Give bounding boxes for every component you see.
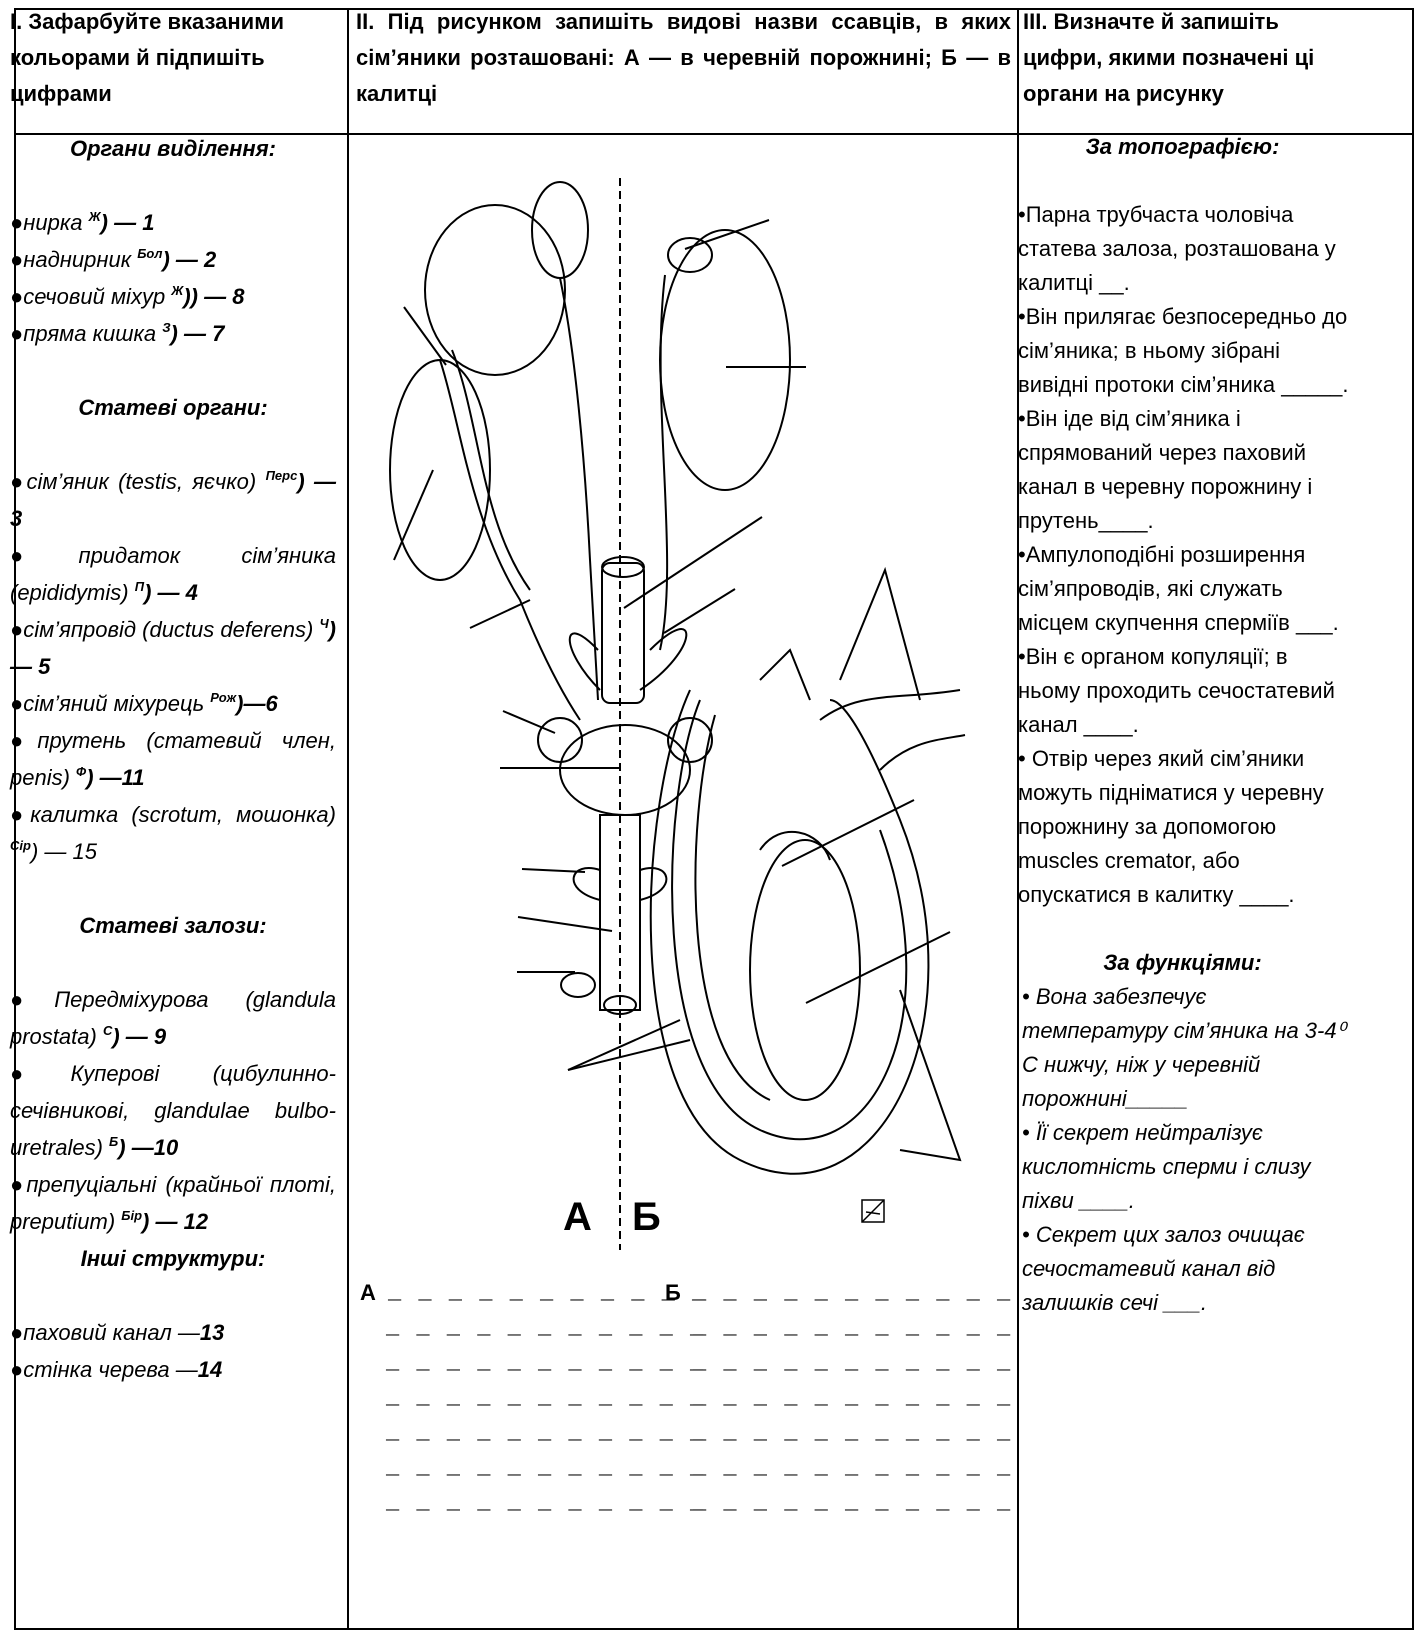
answer-line[interactable]: _ _ _ _ _ _ _ _ _ _ _ xyxy=(693,1490,1012,1515)
list-item: ●сечовий міхур Ж)) — 8 xyxy=(10,278,336,315)
section-title: Органи виділення: xyxy=(10,130,336,167)
leader-line xyxy=(394,470,433,560)
abdominal-wall xyxy=(880,735,965,770)
leader-line xyxy=(664,589,735,633)
leader-line xyxy=(518,917,612,931)
list-item: ●Куперові (цибулинно-сечівникові, glandu… xyxy=(10,1055,336,1166)
bulbourethral-gland xyxy=(640,868,666,900)
answer-a-label: А xyxy=(360,1280,376,1306)
testis xyxy=(390,360,490,580)
anatomy-diagram xyxy=(360,160,1020,1270)
list-item: ●калитка (scrotum, мошонка) Сір) — 15 xyxy=(10,796,336,870)
answer-line[interactable]: _ _ _ _ _ _ _ _ _ _ _ xyxy=(386,1490,705,1515)
list-item: ●пряма кишка З) — 7 xyxy=(10,315,336,352)
scrotum-inner xyxy=(672,700,906,1139)
prostate xyxy=(560,725,690,815)
header-col1: І. Зафарбуйте вказаними кольорами й підп… xyxy=(10,4,336,112)
rectum-end xyxy=(602,557,644,577)
ductus-b xyxy=(660,275,667,650)
answer-line[interactable]: _ _ _ _ _ _ _ _ _ _ _ xyxy=(693,1455,1012,1480)
list-item: ●сім’яний міхурець Рож)—6 xyxy=(10,685,336,722)
section-title: Статеві органи: xyxy=(10,389,336,426)
kidney xyxy=(425,205,565,375)
epididymis-b xyxy=(668,238,712,272)
question-item: • Вона забезпечує температуру сім’яника … xyxy=(1010,980,1355,1116)
answer-line[interactable]: _ _ _ _ _ _ _ _ _ _ _ xyxy=(386,1350,705,1375)
bulbourethral-gland xyxy=(574,868,600,900)
leader-line xyxy=(470,600,530,628)
ureter xyxy=(560,278,598,700)
list-item: ●придаток сім’яника (epididymis) П) — 4 xyxy=(10,537,336,611)
section-title: Статеві залози: xyxy=(10,907,336,944)
header-col2: ІІ. Під рисунком запишіть видові назви с… xyxy=(356,4,1011,112)
list-item: ●Передміхурова (glandula prostata) С) — … xyxy=(10,981,336,1055)
answer-line[interactable]: _ _ _ _ _ _ _ _ _ _ _ xyxy=(693,1385,1012,1410)
list-item: ●сім’яник (testis, яєчко) Перс) — 3 xyxy=(10,463,336,537)
rectum xyxy=(602,563,644,703)
answer-line[interactable]: _ _ _ _ _ _ _ _ _ _ _ xyxy=(386,1420,705,1445)
label-a: А xyxy=(563,1195,592,1240)
answer-line[interactable]: _ _ _ _ _ _ _ _ _ _ _ xyxy=(693,1420,1012,1445)
section-title: За топографією: xyxy=(1010,130,1355,164)
leader-line xyxy=(568,1040,690,1070)
list-item: ●стінка черева —14 xyxy=(10,1351,336,1388)
abdominal-wall-mark xyxy=(840,570,920,700)
answer-line[interactable]: _ _ _ _ _ _ _ _ _ _ _ xyxy=(388,1280,707,1305)
epididymis-in-scrotum xyxy=(760,832,830,860)
list-item: ●прутень (статевий член, penis) Ф) —11 xyxy=(10,722,336,796)
answer-line[interactable]: _ _ _ _ _ _ _ _ _ _ _ xyxy=(693,1280,1012,1305)
question-item: • Секрет цих залоз очищає сечостатевий к… xyxy=(1010,1218,1355,1320)
answer-line[interactable]: _ _ _ _ _ _ _ _ _ _ _ xyxy=(693,1315,1012,1340)
question-item: •Він прилягає безпосередньо до сім’яника… xyxy=(1010,300,1355,402)
label-b: Б xyxy=(632,1195,661,1240)
answer-line[interactable]: _ _ _ _ _ _ _ _ _ _ _ xyxy=(386,1385,705,1410)
signature-stroke xyxy=(862,1200,884,1222)
question-item: •Він іде від сім’яника і спрямований чер… xyxy=(1010,402,1355,538)
questions-column: За топографією: •Парна трубчаста чоловіч… xyxy=(1010,130,1355,1320)
list-item: ●наднирник Бол) — 2 xyxy=(10,241,336,278)
leader-line xyxy=(568,1020,680,1070)
answer-line[interactable]: _ _ _ _ _ _ _ _ _ _ _ xyxy=(386,1455,705,1480)
question-item: • Отвір через який сім’яники можуть підн… xyxy=(1010,742,1355,912)
leader-line xyxy=(624,517,762,608)
header-col3: ІІІ. Визначте й запишіть цифри, якими по… xyxy=(1023,4,1353,112)
list-item: ●нирка Ж) — 1 xyxy=(10,204,336,241)
testis-in-scrotum xyxy=(750,840,860,1100)
ductus-deferens xyxy=(440,360,580,720)
preputial-gland xyxy=(561,973,595,997)
leader-line xyxy=(404,307,446,365)
list-item: ●препуціальні (крайньої плоті, preputium… xyxy=(10,1166,336,1240)
legend-column: Органи виділення: ●нирка Ж) — 1 ●наднирн… xyxy=(10,130,336,1388)
list-item: ●сім’япровід (ductus deferens) Ч) — 5 xyxy=(10,611,336,685)
answer-line[interactable]: _ _ _ _ _ _ _ _ _ _ _ xyxy=(693,1350,1012,1375)
leader-line xyxy=(522,869,585,872)
inguinal-notch xyxy=(760,650,810,700)
leader-line xyxy=(685,220,769,249)
section-title: Інші структури: xyxy=(10,1240,336,1277)
section-title: За функціями: xyxy=(1010,946,1355,980)
question-item: • Її секрет нейтралізує кислотність спер… xyxy=(1010,1116,1355,1218)
column-divider xyxy=(347,10,349,1628)
adrenal-gland xyxy=(532,182,588,278)
list-item: ●паховий канал —13 xyxy=(10,1314,336,1351)
question-item: •Він є органом копуляції; в ньому проход… xyxy=(1010,640,1355,742)
question-item: •Парна трубчаста чоловіча статева залоза… xyxy=(1010,198,1355,300)
question-item: •Ампулоподібні розширення сім’япроводів,… xyxy=(1010,538,1355,640)
answer-line[interactable]: _ _ _ _ _ _ _ _ _ _ _ xyxy=(386,1315,705,1340)
